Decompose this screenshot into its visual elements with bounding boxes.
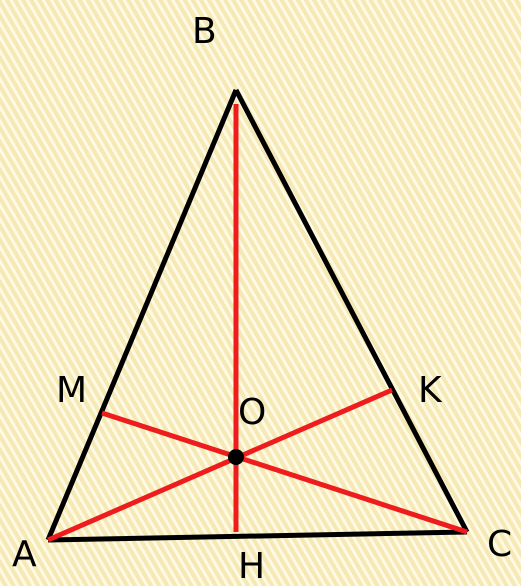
side-ab: [45, 89, 239, 541]
vertex-label-c: C: [487, 524, 513, 565]
vertex-label-o: O: [238, 392, 267, 433]
cevian-ak: [47, 387, 393, 543]
cevians: [47, 104, 468, 543]
vertex-label-a: A: [12, 534, 37, 575]
side-bc: [233, 88, 470, 534]
vertex-label-h: H: [238, 546, 266, 586]
center-point-o: [228, 449, 244, 465]
triangle-abc: [45, 88, 470, 543]
vertex-label-k: K: [418, 370, 442, 411]
side-ac: [47, 529, 468, 543]
vertex-label-b: B: [192, 11, 217, 52]
cevian-cm: [101, 410, 468, 535]
vertex-label-m: M: [56, 370, 88, 411]
